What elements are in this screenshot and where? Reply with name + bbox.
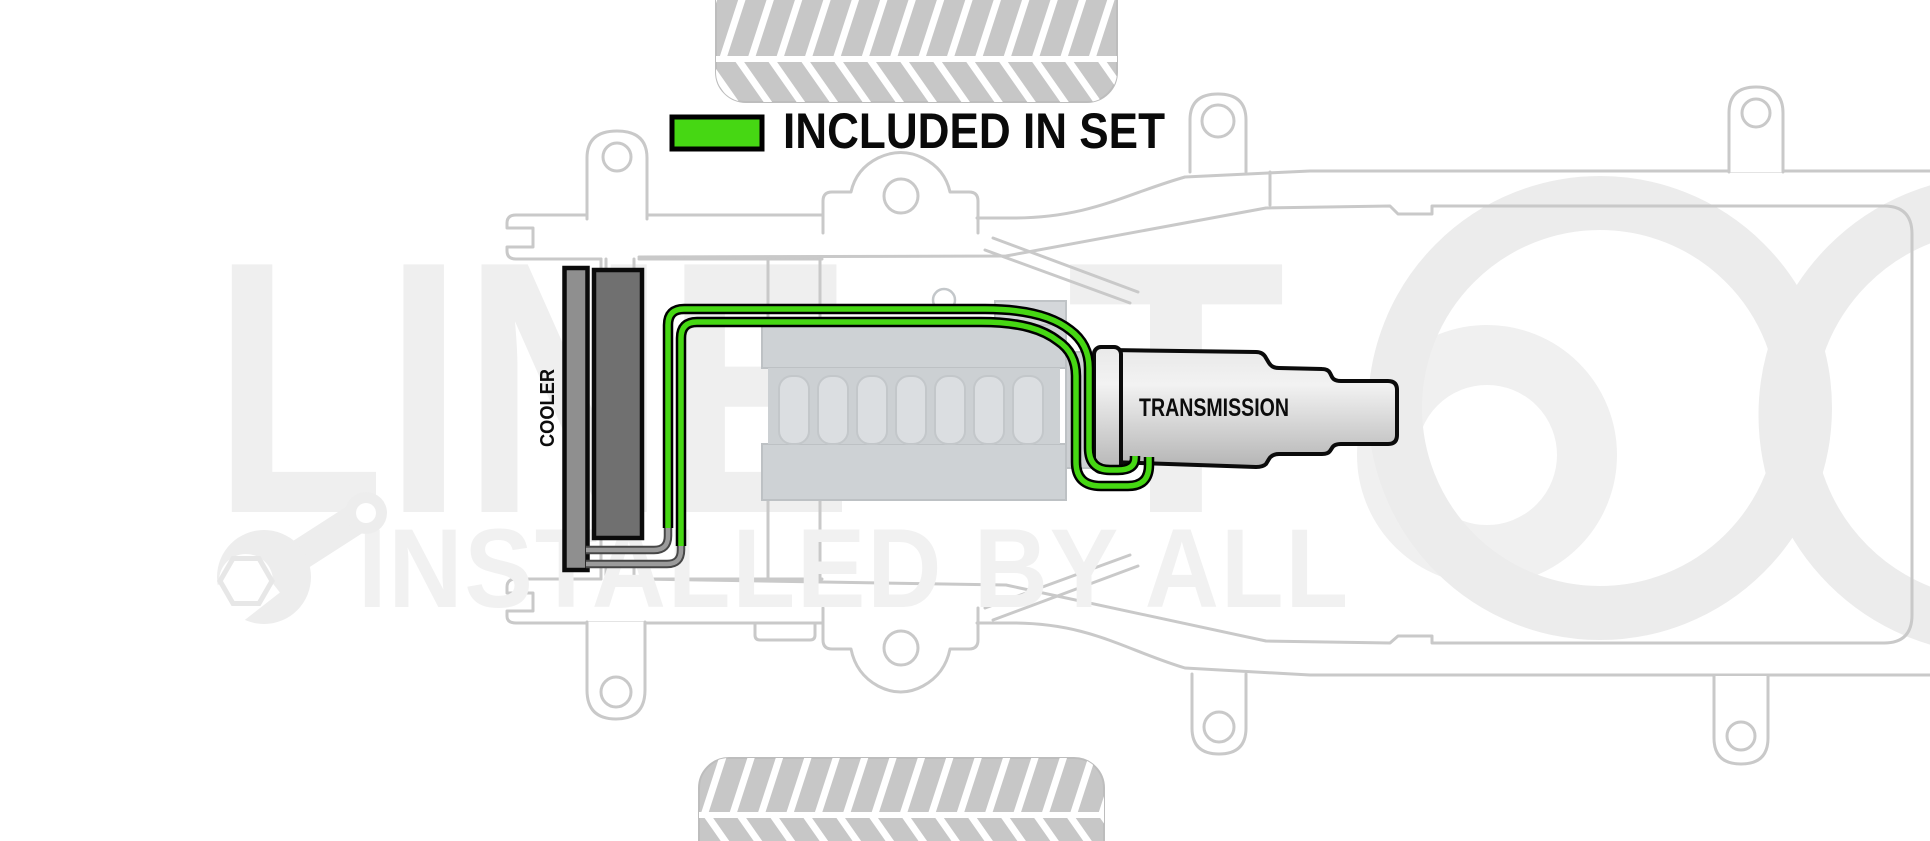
frame-inner-cutout: [637, 204, 1914, 645]
gray-tube-1-core: [586, 526, 671, 553]
frame-lower-rail: [505, 577, 824, 625]
chassis-frame: [505, 85, 1930, 766]
engine-runners: [778, 375, 1044, 445]
gray-tube-2-core: [586, 544, 684, 567]
legend-label: INCLUDED IN SET: [783, 103, 1165, 159]
cooler-plate-core: [591, 267, 645, 541]
frame-bottom-arch: [821, 606, 980, 694]
cooler-line-2-green: [678, 319, 1152, 546]
wrench-icon: [180, 492, 387, 650]
trailing-arm-top: [983, 236, 1140, 305]
tire-top: [715, 0, 1118, 103]
cooler-plate-front: [562, 265, 590, 573]
watermark-tagline-text: INSTALLED BY ALL: [358, 506, 1350, 631]
tire-bottom: [698, 757, 1105, 841]
shackle-hole-bottom-left: [599, 675, 633, 709]
engine-mount-lines: [766, 257, 822, 580]
frame-upper-outer-edge: [975, 169, 1930, 220]
transmission-body: [1108, 348, 1399, 469]
frame-lower-outer-edge: [975, 621, 1930, 677]
cooler: COOLER: [537, 265, 645, 573]
trailing-arm-bottom: [983, 553, 1140, 622]
transmission: TRANSMISSION: [1092, 345, 1399, 474]
shackle-hole-top-left: [601, 141, 633, 173]
bracket-hole-top-right: [1740, 97, 1772, 129]
frame-top-arch: [821, 151, 980, 235]
cooler-tube-gray-ends: [586, 526, 686, 569]
engine-bottom-band: [761, 443, 1067, 501]
frame-bottom-arch-hole: [882, 629, 920, 667]
transmission-bellhousing: [1092, 345, 1123, 474]
bracket-hole-bottom-mid: [1202, 710, 1236, 744]
watermark-over: INSTALLED BY ALL: [180, 492, 1350, 650]
frame-top-arch-hole: [882, 177, 920, 215]
bracket-hole-bottom-right: [1725, 720, 1757, 752]
cooler-line-1-green: [665, 306, 1138, 528]
shackle-tab-bottom-left: [585, 620, 647, 721]
watermark-brand-text: LINE: [213, 187, 853, 589]
shackle-tab-top-left: [585, 129, 649, 221]
bracket-hole-top-mid: [1200, 103, 1236, 139]
cooler-mount-lines: [604, 257, 636, 581]
cooler-lines-included: [662, 303, 1155, 546]
frame-lower-rail-tab: [753, 621, 817, 642]
logo-ring-right-icon: [1758, 185, 1930, 645]
engine-top-band: [761, 323, 1067, 369]
legend-swatch: [669, 114, 765, 152]
legend: INCLUDED IN SET: [669, 103, 1165, 159]
frame-upper-rail: [505, 213, 824, 261]
transmission-label: TRANSMISSION: [1139, 394, 1289, 422]
cooler-label: COOLER: [537, 368, 559, 447]
